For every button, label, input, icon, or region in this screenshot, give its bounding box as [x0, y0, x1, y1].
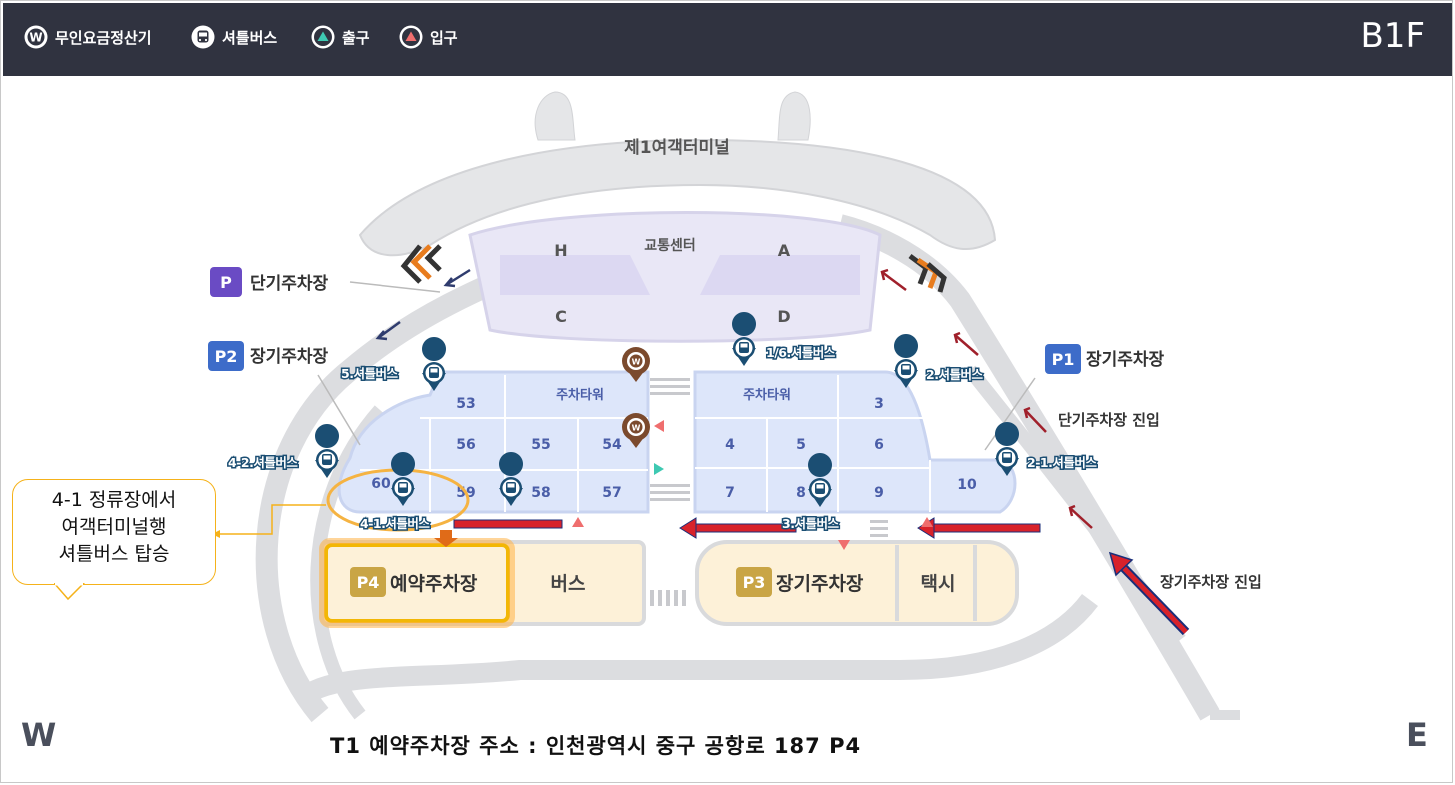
- shuttle-stop-5-label: 5.셔틀버스: [341, 366, 398, 381]
- legend-label: 출구: [342, 28, 370, 47]
- block-3: 3: [874, 396, 884, 412]
- block-8: 8: [796, 485, 806, 501]
- legend-label: 셔틀버스: [222, 28, 278, 47]
- long-term-entry-label: 장기주차장 진입: [1160, 573, 1262, 591]
- block-10: 10: [957, 477, 977, 493]
- svg-text:W: W: [29, 31, 42, 45]
- block-58: 58: [531, 485, 550, 501]
- block-53: 53: [456, 396, 475, 412]
- block-55: 55: [531, 437, 550, 453]
- road-arrow: [881, 271, 907, 291]
- shuttle-stop-4-1-label: 4-1.셔틀버스: [360, 516, 430, 531]
- short-term-badge: [210, 267, 242, 297]
- p4-label: 예약주차장: [390, 573, 478, 595]
- terminal-label: 제1여객터미널: [624, 138, 730, 158]
- header-bar: [3, 3, 1452, 76]
- down-arrow-to-p4: [434, 530, 458, 547]
- exit-triangle-icon: [311, 25, 335, 49]
- p4-badge-text: P4: [357, 573, 380, 592]
- exit-marker: [654, 463, 664, 475]
- p3-label: 장기주차장: [776, 573, 864, 595]
- floor-level: B1F: [1360, 16, 1425, 56]
- address-text: T1 예약주차장 주소 : 인천광역시 중구 공항로 187 P4: [330, 734, 862, 758]
- p2-label: 장기주차장: [250, 347, 329, 367]
- walkway-stripes: [650, 378, 888, 606]
- block-6: 6: [874, 437, 884, 453]
- legend-label: 입구: [430, 28, 458, 47]
- zone-h: H: [554, 241, 567, 260]
- parking-block-left: [337, 370, 650, 514]
- p2-badge-text: P2: [215, 347, 238, 366]
- block-60: 60: [371, 476, 391, 492]
- east-label: E: [1406, 716, 1428, 754]
- route-arrow-long-entry: [1108, 551, 1190, 636]
- block-9: 9: [874, 485, 884, 501]
- p1-badge-text: P1: [1052, 350, 1075, 369]
- p3-badge: [736, 567, 772, 597]
- p1-label: 장기주차장: [1086, 350, 1165, 370]
- bus-icon: [191, 25, 215, 49]
- bus-label: 버스: [551, 573, 586, 595]
- block-56: 56: [456, 437, 475, 453]
- route-arrow-east: [917, 517, 1041, 539]
- block-5: 5: [796, 437, 806, 453]
- transport-center: [468, 211, 882, 343]
- shuttle-stop-1-6-label: 1/6.셔틀버스: [766, 345, 836, 360]
- callout-connector: [218, 504, 326, 535]
- west-label: W: [21, 716, 57, 754]
- p1-badge: [1045, 344, 1081, 374]
- road-arrow: [445, 268, 471, 287]
- zone-d: D: [777, 307, 790, 326]
- shuttle-stop-3-label: 3.셔틀버스: [782, 516, 839, 531]
- p2-badge: [208, 341, 244, 371]
- terminal-building: [358, 138, 997, 257]
- p4-reserved-parking-highlight: [324, 543, 510, 623]
- parking-tower-left: 주차타워: [556, 387, 604, 403]
- block-7: 7: [725, 485, 735, 501]
- p3-badge-text: P3: [743, 573, 766, 592]
- short-term-label: 단기주차장: [250, 274, 329, 294]
- legend-item-payment-kiosk: W 무인요금정산기: [23, 23, 152, 51]
- route-arrow-middle: [679, 517, 797, 539]
- taxi-label: 택시: [921, 573, 956, 595]
- shuttle-stop-4-2-label: 4-2.셔틀버스: [228, 455, 298, 470]
- zone-a: A: [778, 241, 791, 260]
- taxi-area: [695, 540, 1019, 626]
- block-57: 57: [602, 485, 621, 501]
- boarding-callout: 4-1 정류장에서 여객터미널행 셔틀버스 탑승: [12, 479, 216, 585]
- legend-item-shuttle: 셔틀버스: [190, 23, 277, 51]
- legend-label: 무인요금정산기: [55, 28, 152, 47]
- road-arrow: [1069, 507, 1093, 529]
- entrance-triangle-icon: [399, 25, 423, 49]
- shuttle-stop-2-1-label: 2-1.셔틀버스: [1027, 455, 1097, 470]
- zone-c: C: [555, 307, 567, 326]
- route-arrow-west: [453, 519, 563, 529]
- legend-item-exit: 출구: [310, 23, 370, 51]
- chevron-right-icon: [908, 254, 947, 293]
- entrance-marker: [921, 517, 933, 527]
- entrance-marker: [838, 540, 850, 550]
- road-arrow: [1024, 409, 1047, 433]
- block-4: 4: [725, 437, 735, 453]
- parking-tower-right: 주차타워: [743, 387, 791, 403]
- short-term-entry-label: 단기주차장 진입: [1058, 411, 1160, 429]
- callout-tail: [54, 583, 86, 601]
- won-coin-icon: W: [24, 25, 48, 49]
- legend-item-entrance: 입구: [398, 23, 458, 51]
- p4-badge: [350, 567, 386, 597]
- block-54: 54: [602, 437, 622, 453]
- entrance-marker: [654, 420, 664, 432]
- entrance-marker: [572, 517, 584, 527]
- road-arrow: [954, 334, 979, 356]
- road-south: [292, 593, 1098, 708]
- transport-center-label: 교통센터: [644, 238, 696, 254]
- chevron-left-icon: [400, 244, 442, 284]
- shuttle-stop-2-label: 2.셔틀버스: [926, 367, 983, 382]
- short-term-badge-text: P: [220, 273, 232, 292]
